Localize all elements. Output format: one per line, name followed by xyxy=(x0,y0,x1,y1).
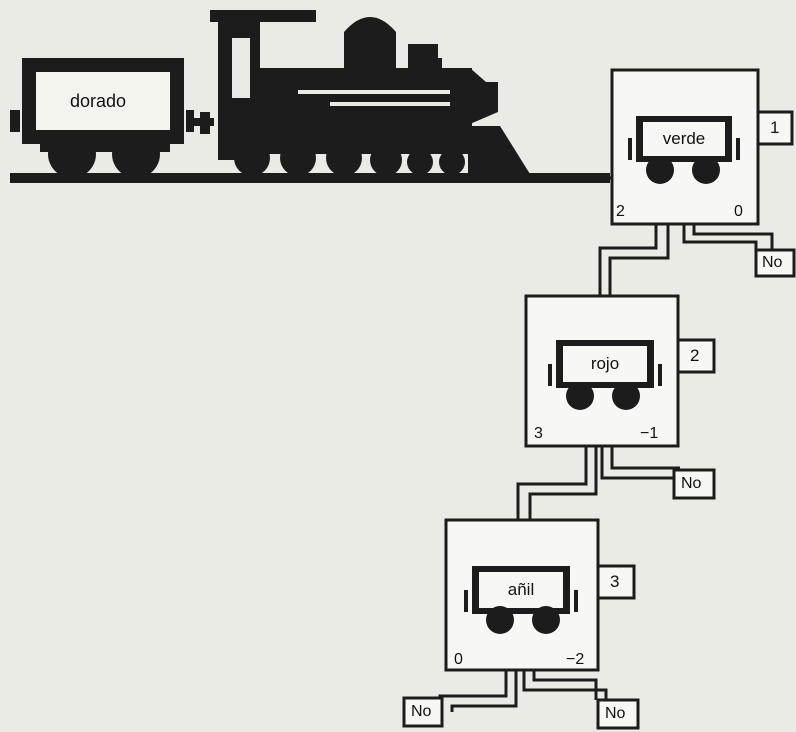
station-2-car-label: rojo xyxy=(563,355,647,372)
loco-wheel xyxy=(407,149,433,175)
rail-track xyxy=(10,173,610,183)
boiler-stripe xyxy=(330,102,450,106)
mini-wagon-wheel xyxy=(486,606,514,634)
station-1-left-value: 2 xyxy=(616,204,625,220)
loco-wheel xyxy=(234,140,270,176)
loco-wheel xyxy=(280,140,316,176)
station-3-no-label-right: No xyxy=(605,706,625,722)
mini-wagon-wheel xyxy=(612,382,640,410)
loco-wheel xyxy=(370,144,402,176)
boiler-stripe xyxy=(298,90,450,94)
station-2-right-value: −1 xyxy=(640,426,658,442)
mini-wagon-wheel xyxy=(692,156,720,184)
wagon-wheel xyxy=(48,130,96,178)
loco-wheel xyxy=(439,149,465,175)
station-3-right-value: −2 xyxy=(566,652,584,668)
wagon-coupler-right xyxy=(186,110,194,132)
mini-wagon-bumper xyxy=(736,138,740,160)
station-2-no-label: No xyxy=(681,476,701,492)
station-1-step: 1 xyxy=(770,119,779,136)
mini-wagon-bumper xyxy=(628,138,632,160)
station-3-car-label: añil xyxy=(479,581,563,598)
smokebox xyxy=(258,68,472,148)
station-2-step: 2 xyxy=(690,347,699,364)
station-3-no-label-left: No xyxy=(411,704,431,720)
station-1-no-label: No xyxy=(762,255,782,271)
mini-wagon-wheel xyxy=(532,606,560,634)
chimney xyxy=(428,58,442,70)
station-1-car-label: verde xyxy=(643,130,725,147)
station-2-left-value: 3 xyxy=(534,426,543,442)
station-1-right-value: 0 xyxy=(734,204,743,220)
mini-wagon-wheel xyxy=(646,156,674,184)
cab-roof xyxy=(210,10,316,22)
station-3-left-value: 0 xyxy=(454,652,463,668)
mini-wagon-wheel xyxy=(566,382,594,410)
cab-window xyxy=(232,38,250,98)
station-3-step: 3 xyxy=(610,573,619,590)
wagon-wheel xyxy=(112,130,160,178)
dome xyxy=(344,17,396,70)
mini-wagon-bumper xyxy=(658,364,662,386)
wagon-label: dorado xyxy=(70,92,126,110)
loco-wheel xyxy=(326,140,362,176)
wagon-coupler-left xyxy=(10,110,20,132)
mini-wagon-bumper xyxy=(574,590,578,612)
coupler-plate xyxy=(200,112,210,134)
mini-wagon-bumper xyxy=(548,364,552,386)
mini-wagon-bumper xyxy=(464,590,468,612)
